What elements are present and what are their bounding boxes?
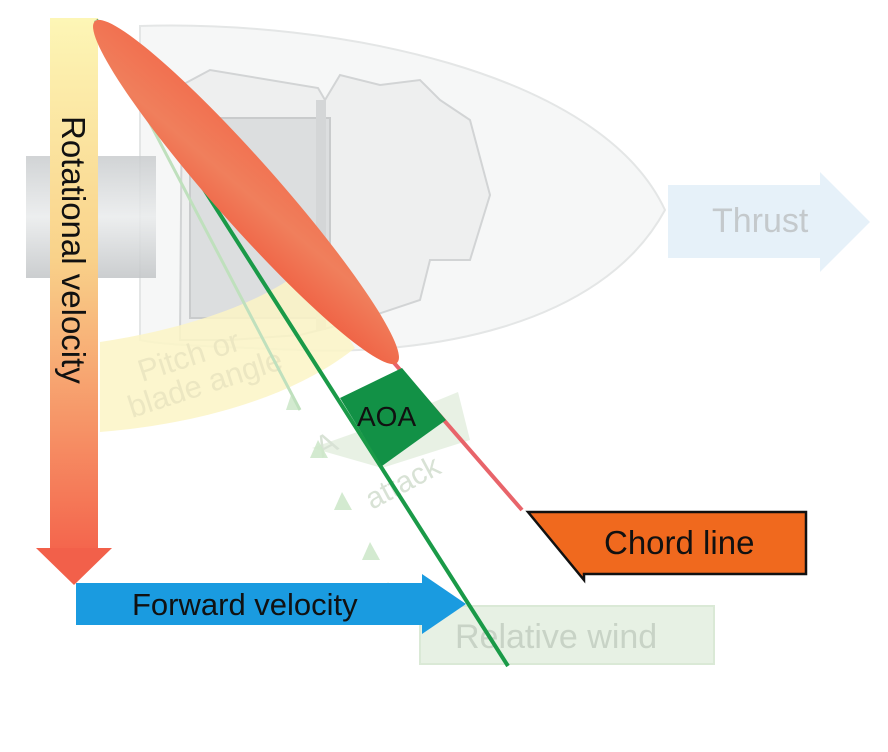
chord-line-callout: Chord line	[525, 510, 808, 584]
thrust-arrow: Thrust	[668, 172, 870, 272]
thrust-label: Thrust	[712, 202, 809, 240]
rotational-velocity-label: Rotational velocity	[55, 116, 92, 384]
propeller-blade	[93, 19, 399, 365]
aoa-wedge	[340, 368, 446, 466]
rotational-velocity-arrow: Rotational velocity	[36, 18, 112, 585]
chord-line-label: Chord line	[604, 524, 754, 561]
pitch-angle-arc	[100, 268, 355, 432]
forward-velocity-arrow: Forward velocity	[76, 574, 466, 634]
relative-wind-box	[419, 605, 715, 665]
forward-velocity-label: Forward velocity	[132, 587, 358, 622]
relative-wind-label: Relative wind	[455, 618, 657, 656]
aoa-label: AOA	[357, 401, 416, 432]
